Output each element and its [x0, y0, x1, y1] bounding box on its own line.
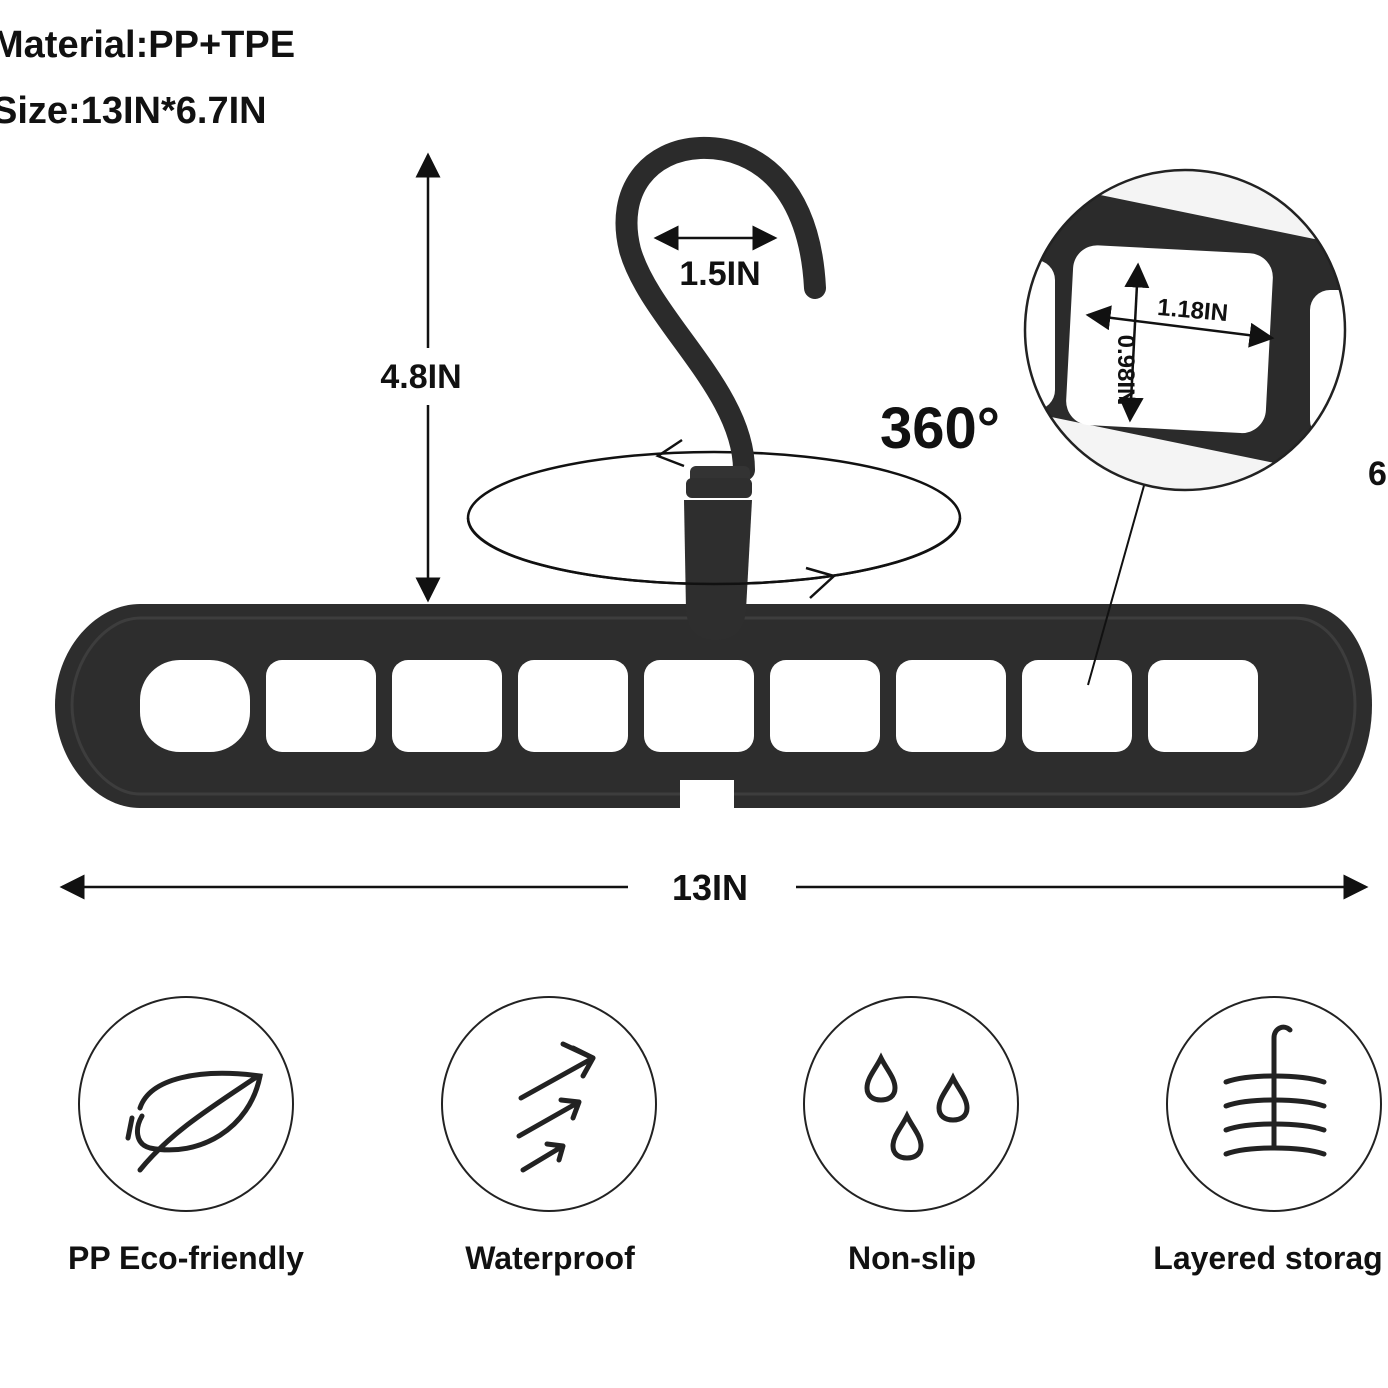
swivel-hook: 1.5IN — [615, 136, 826, 640]
size-spec: Size:13IN*6.7IN — [0, 90, 267, 132]
feature-circle-layered — [1166, 996, 1382, 1212]
slot-width-label: 1.18IN — [1156, 294, 1229, 327]
hanger-slot — [770, 660, 880, 752]
water-drops-icon — [864, 1052, 970, 1161]
hanger-slot — [266, 660, 376, 752]
feature-label-layered: Layered storag — [1153, 1240, 1383, 1276]
hanger-slot — [644, 660, 754, 752]
hanger-diagram: 4.8IN 360° 1.5IN 1.1 — [55, 136, 1387, 908]
height-label: 4.8IN — [380, 358, 461, 396]
arrows-icon — [516, 1041, 596, 1173]
feature-circle-waterproof — [441, 996, 657, 1212]
hanger-bar — [55, 604, 1372, 810]
layered-hanger-icon — [1223, 1024, 1327, 1157]
hanger-slot — [140, 660, 250, 752]
height-dimension: 4.8IN — [380, 152, 462, 603]
material-spec: Material:PP+TPE — [0, 24, 296, 66]
rotation-label: 360° — [880, 396, 1000, 461]
hanger-slot — [518, 660, 628, 752]
cut-off-label: 6 — [1368, 455, 1387, 493]
hanger-slot — [896, 660, 1006, 752]
feature-label-waterproof: Waterproof — [465, 1240, 635, 1276]
length-label: 13IN — [672, 867, 748, 908]
length-dimension: 13IN — [59, 867, 1369, 908]
hanger-slots — [140, 660, 1258, 752]
feature-label-nonslip: Non-slip — [848, 1240, 976, 1276]
feature-circle-eco — [78, 996, 294, 1212]
hanger-slot — [1022, 660, 1132, 752]
slot-height-label: 0.98IN — [1112, 335, 1139, 406]
slot-zoom-detail: 1.18IN 0.98IN — [1023, 168, 1347, 686]
feature-label-eco: PP Eco-friendly — [68, 1240, 304, 1276]
leaf-icon — [125, 1070, 263, 1173]
hook-width-label: 1.5IN — [679, 255, 760, 293]
feature-circle-nonslip — [803, 996, 1019, 1212]
hanger-slot — [392, 660, 502, 752]
hanger-slot — [1148, 660, 1258, 752]
